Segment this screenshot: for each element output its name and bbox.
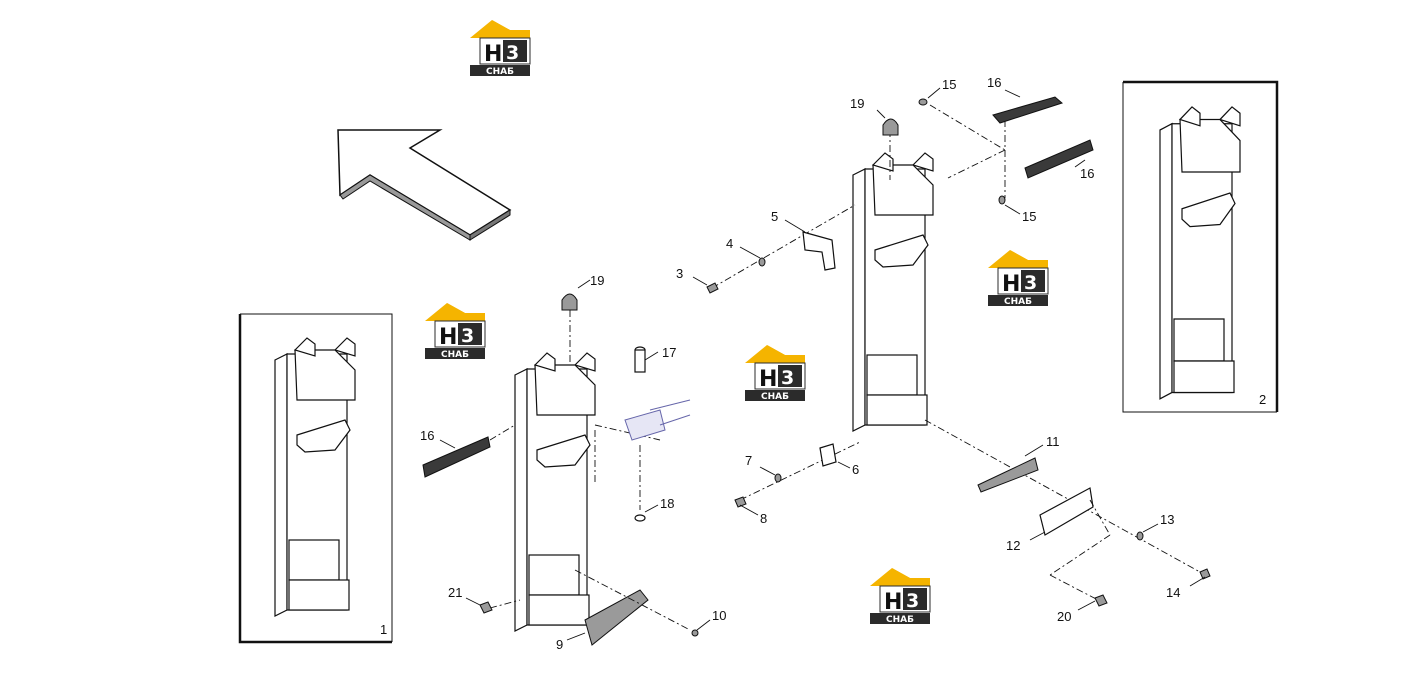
callout-14: 14 bbox=[1166, 585, 1180, 600]
callout-9: 9 bbox=[556, 637, 563, 652]
callout-7: 7 bbox=[745, 453, 752, 468]
inset-number: 2 bbox=[1259, 392, 1266, 407]
callout-17: 17 bbox=[662, 345, 676, 360]
callout-10: 10 bbox=[712, 608, 726, 623]
callout-18: 18 bbox=[660, 496, 674, 511]
callout-8: 8 bbox=[760, 511, 767, 526]
svg-text:СНАБ: СНАБ bbox=[486, 67, 514, 77]
callout-20: 20 bbox=[1057, 609, 1071, 624]
inset-view-1: 1 bbox=[238, 313, 393, 644]
svg-text:СНАБ: СНАБ bbox=[1004, 297, 1032, 307]
callout-13: 13 bbox=[1160, 512, 1174, 527]
callout-19-right: 19 bbox=[850, 96, 864, 111]
callout-19-left: 19 bbox=[590, 273, 604, 288]
watermark-logo: СНАБ bbox=[987, 249, 1049, 307]
leader-lines bbox=[439, 87, 1206, 641]
inset-view-2: 2 bbox=[1122, 80, 1279, 413]
watermark-logo: СНАБ bbox=[869, 567, 931, 625]
watermark-logo: СНАБ bbox=[744, 344, 806, 402]
callout-4: 4 bbox=[726, 236, 733, 251]
svg-text:СНАБ: СНАБ bbox=[886, 615, 914, 625]
callout-6: 6 bbox=[852, 462, 859, 477]
callout-16-right: 16 bbox=[1080, 166, 1094, 181]
callout-3: 3 bbox=[676, 266, 683, 281]
direction-arrow bbox=[337, 129, 512, 241]
watermark-logo: СНАБ bbox=[424, 302, 486, 360]
callout-5: 5 bbox=[771, 209, 778, 224]
svg-text:СНАБ: СНАБ bbox=[761, 392, 789, 402]
callout-15-bottom: 15 bbox=[1022, 209, 1036, 224]
watermark-logo: СНАБ bbox=[469, 19, 531, 77]
callout-16-top: 16 bbox=[987, 75, 1001, 90]
callout-11: 11 bbox=[1046, 434, 1060, 449]
callout-12: 12 bbox=[1006, 538, 1020, 553]
inset-number: 1 bbox=[380, 622, 387, 637]
callouts: 3 4 5 6 7 8 9 10 11 12 13 14 15 15 16 16… bbox=[420, 75, 1180, 652]
svg-text:СНАБ: СНАБ bbox=[441, 350, 469, 360]
bracket-assembly-right bbox=[706, 96, 1211, 607]
bracket-assembly-left bbox=[422, 293, 699, 646]
callout-15-top: 15 bbox=[942, 77, 956, 92]
callout-16-left: 16 bbox=[420, 428, 434, 443]
callout-21: 21 bbox=[448, 585, 462, 600]
